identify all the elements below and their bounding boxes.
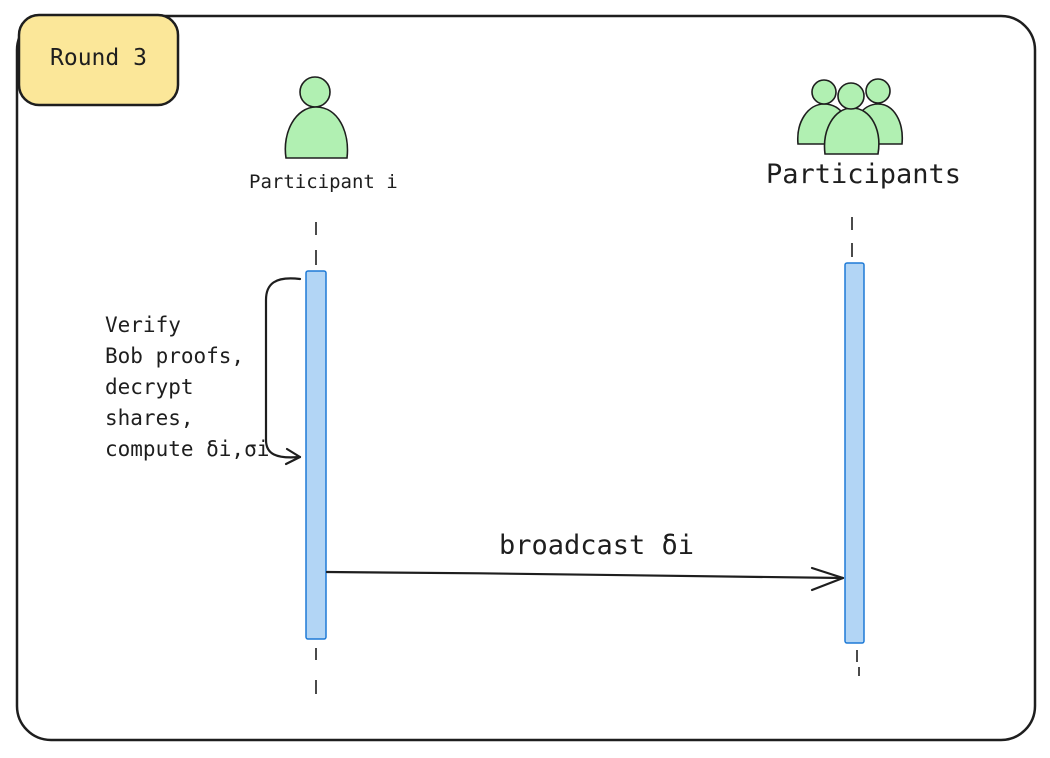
round-badge <box>17 13 180 107</box>
broadcast-arrow <box>325 570 845 580</box>
activation-bar-participants <box>844 262 865 644</box>
broadcast-arrowhead <box>810 566 845 592</box>
participant-i-label: Participant i <box>249 171 398 193</box>
round-label: Round 3 <box>50 45 147 71</box>
broadcast-label: broadcast δi <box>499 530 695 561</box>
group-icon <box>797 78 903 155</box>
lifeline-participants <box>851 217 860 676</box>
activation-bar-participant-i <box>305 270 327 640</box>
self-loop-arrowhead <box>284 447 302 466</box>
person-icon <box>284 76 349 159</box>
self-loop-arrow <box>264 277 302 459</box>
diagram-frame <box>15 14 1037 742</box>
participants-label: Participants <box>766 159 962 190</box>
self-loop-note: Verify Bob proofs, decrypt shares, compu… <box>105 313 270 461</box>
